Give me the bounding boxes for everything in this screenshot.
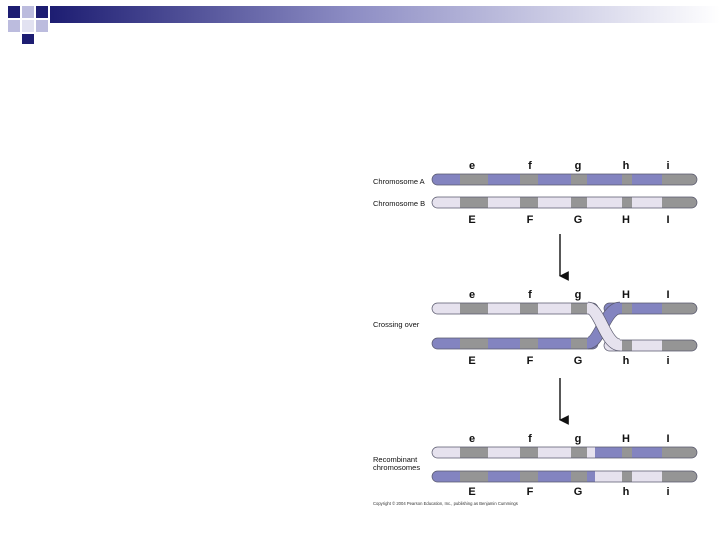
gene-label: f bbox=[528, 160, 532, 172]
recombinant-label-line1: Recombinant bbox=[373, 455, 418, 464]
gene-band bbox=[460, 303, 488, 314]
gene-band bbox=[571, 303, 587, 314]
gene-label: h bbox=[623, 486, 630, 498]
gene-label: E bbox=[468, 486, 475, 498]
gene-band bbox=[662, 471, 697, 482]
gene-band bbox=[622, 471, 632, 482]
gene-band bbox=[520, 471, 538, 482]
gene-band bbox=[571, 447, 587, 458]
chromosome-outline bbox=[431, 196, 698, 209]
gene-band bbox=[662, 340, 697, 351]
crossing-over-label: Crossing over bbox=[373, 320, 420, 329]
gene-band bbox=[571, 471, 587, 482]
header-banner bbox=[8, 6, 720, 44]
chromosome-outline bbox=[603, 302, 698, 315]
panel-parental: e f g h iE F G H I Chromosome A Chromosome B bbox=[373, 160, 698, 226]
chromosome-outline bbox=[431, 173, 698, 186]
gene-label: h bbox=[623, 160, 630, 172]
banner-squares bbox=[8, 6, 48, 44]
gene-band bbox=[520, 338, 538, 349]
gene-label: H bbox=[622, 289, 630, 301]
gene-label: i bbox=[666, 355, 669, 367]
gene-band bbox=[520, 197, 538, 208]
gene-label: h bbox=[623, 355, 630, 367]
gene-band bbox=[460, 197, 488, 208]
gene-band bbox=[662, 447, 697, 458]
crossing-left-slate bbox=[431, 337, 599, 350]
chromosome-a bbox=[431, 173, 698, 186]
gene-label: F bbox=[527, 214, 534, 226]
gene-label: f bbox=[528, 289, 532, 301]
gene-band bbox=[662, 303, 697, 314]
gene-band bbox=[622, 340, 632, 351]
gene-band bbox=[571, 197, 587, 208]
gene-band bbox=[571, 338, 587, 349]
chromosome-outline bbox=[431, 446, 698, 459]
chromosome-outline bbox=[431, 470, 698, 483]
gene-label: I bbox=[666, 214, 669, 226]
crossover-strand-pale bbox=[586, 302, 622, 351]
gene-band bbox=[460, 338, 488, 349]
chromosome-b bbox=[431, 196, 698, 209]
gene-label: H bbox=[622, 433, 630, 445]
recombinant-chromosome-top bbox=[431, 446, 698, 459]
gene-band bbox=[520, 174, 538, 185]
gene-label: I bbox=[666, 433, 669, 445]
recombinant-chromosome-bottom bbox=[431, 470, 698, 483]
gene-label: F bbox=[527, 486, 534, 498]
gene-label: g bbox=[575, 289, 582, 301]
chromosome-a-label: Chromosome A bbox=[373, 177, 425, 186]
gene-label: g bbox=[575, 433, 582, 445]
gene-label: F bbox=[527, 355, 534, 367]
gene-label: e bbox=[469, 289, 475, 301]
crossing-right-slate bbox=[603, 302, 698, 315]
gene-band bbox=[622, 197, 632, 208]
gene-label: i bbox=[666, 486, 669, 498]
gene-band bbox=[460, 447, 488, 458]
gene-label: E bbox=[468, 214, 475, 226]
gene-band bbox=[622, 174, 632, 185]
gene-band bbox=[571, 174, 587, 185]
gene-band bbox=[622, 303, 632, 314]
gene-label: e bbox=[469, 160, 475, 172]
crossing-left-pale bbox=[431, 302, 599, 315]
gene-band bbox=[662, 174, 697, 185]
gene-band bbox=[622, 447, 632, 458]
gene-label: H bbox=[622, 214, 630, 226]
gene-label: g bbox=[575, 160, 582, 172]
gene-label: i bbox=[666, 160, 669, 172]
gene-label: G bbox=[574, 214, 583, 226]
gene-label: e bbox=[469, 433, 475, 445]
gene-band bbox=[662, 197, 697, 208]
gene-label: f bbox=[528, 433, 532, 445]
gene-label: E bbox=[468, 355, 475, 367]
gene-label: G bbox=[574, 355, 583, 367]
gene-label: I bbox=[666, 289, 669, 301]
gene-label: G bbox=[574, 486, 583, 498]
gene-band bbox=[520, 303, 538, 314]
crossing-right-pale bbox=[603, 339, 698, 352]
copyright-note: Copyright © 2004 Pearson Education, Inc.… bbox=[373, 501, 518, 506]
gene-band bbox=[460, 471, 488, 482]
chromosome-outline bbox=[603, 339, 698, 352]
gene-band bbox=[460, 174, 488, 185]
gene-band bbox=[520, 447, 538, 458]
chromosome-b-label: Chromosome B bbox=[373, 199, 425, 208]
recombinant-label-line2: chromosomes bbox=[373, 463, 420, 472]
banner-gradient-bar bbox=[50, 6, 720, 23]
